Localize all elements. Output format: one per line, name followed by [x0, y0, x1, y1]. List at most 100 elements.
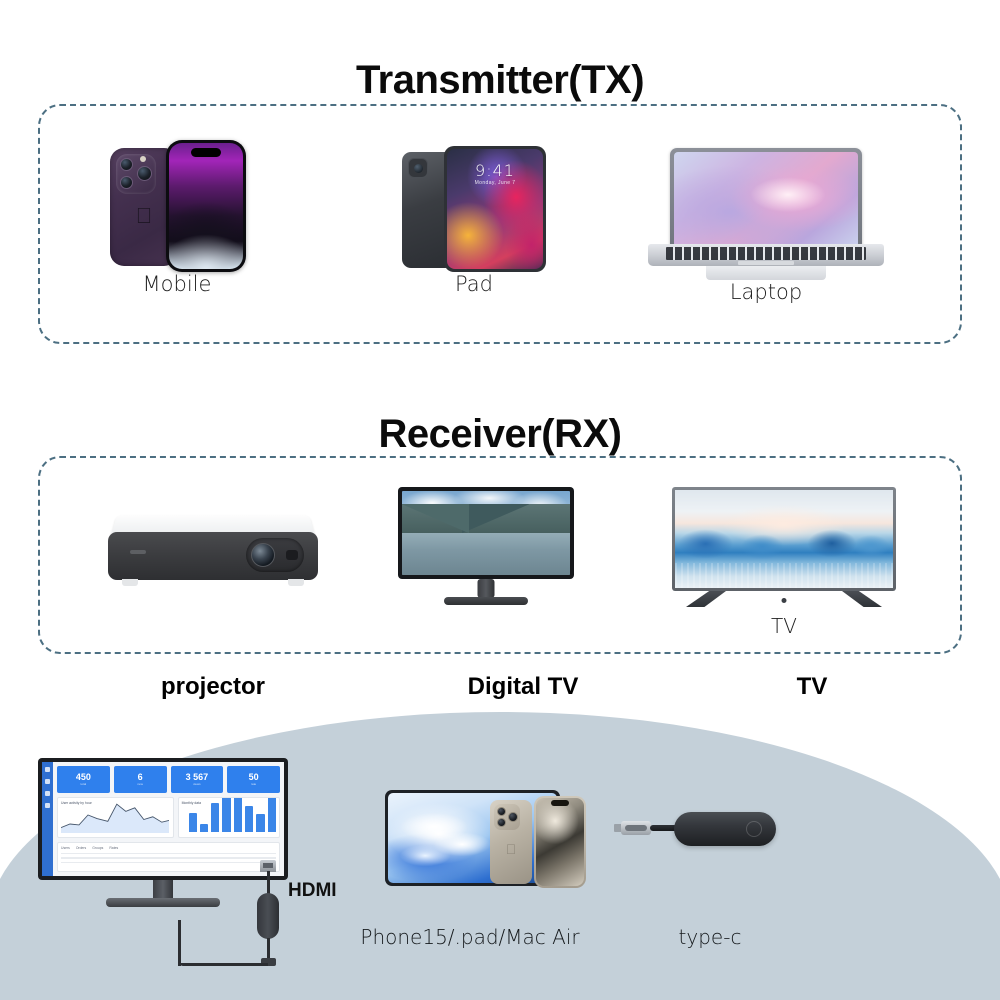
- dashboard-table-tabs[interactable]: Users Orders Groups Rates: [61, 846, 276, 850]
- camera-lens-icon: [120, 176, 133, 189]
- kpi-card[interactable]: 3 567 views: [170, 766, 224, 793]
- tablet-front-view: 9:41 Monday, June 7: [444, 146, 546, 272]
- bar-chart: [188, 798, 276, 832]
- device-label-laptop: Laptop: [729, 280, 803, 304]
- table-tab[interactable]: Orders: [75, 846, 87, 850]
- table-tab[interactable]: Rates: [109, 846, 119, 850]
- projector-foot: [122, 579, 138, 586]
- tv-wallpaper-ripple: [675, 562, 893, 588]
- adapter-body: [257, 893, 279, 939]
- device-label-digital-tv: Digital TV: [467, 673, 579, 700]
- device-slot-projector[interactable]: [100, 492, 326, 598]
- projector-vent-icon: [130, 550, 146, 554]
- monitor-stand-base: [444, 597, 528, 605]
- camera-lens-icon: [120, 158, 133, 171]
- dashboard-sidebar[interactable]: [42, 762, 53, 876]
- type-c-dongle[interactable]: [614, 808, 776, 864]
- cable-segment: [180, 963, 268, 966]
- camera-lens-icon: [137, 166, 152, 181]
- sidebar-icon[interactable]: [45, 791, 50, 796]
- landscape-mountains: [402, 504, 570, 533]
- apple-logo-icon: : [136, 205, 153, 227]
- phone-front-view: [534, 796, 586, 888]
- bottom-usage-scene: 450 total 6 new 3 567 views 50: [0, 712, 1000, 1000]
- table-tab[interactable]: Users: [61, 846, 70, 850]
- kpi-card[interactable]: 50 rate: [227, 766, 280, 793]
- tv-leg: [842, 591, 882, 607]
- device-label-mobile: Mobile: [142, 272, 212, 296]
- tablet-clock-time: 9:41: [475, 161, 515, 180]
- table-row: [61, 853, 276, 855]
- camera-module-icon: [116, 154, 156, 194]
- table-tab[interactable]: Groups: [92, 846, 104, 850]
- dongle-body: [674, 812, 776, 846]
- monitor-stand-base: [106, 898, 220, 907]
- phone-front-view: [166, 140, 246, 272]
- device-label-pad: Pad: [455, 272, 493, 296]
- dashboard-bar-chart-card: Monthly data: [177, 797, 280, 838]
- camera-module-icon: [494, 804, 520, 830]
- kpi-value: 50: [248, 772, 259, 782]
- cable-segment: [267, 938, 270, 960]
- tv-bezel: [672, 487, 896, 591]
- projector-icon: [100, 492, 326, 598]
- keyboard-icon: [666, 247, 866, 260]
- device-label-projector: projector: [160, 673, 265, 700]
- device-slot-digital-tv[interactable]: [398, 487, 574, 605]
- monitor-bezel: 450 total 6 new 3 567 views 50: [38, 758, 288, 880]
- table-row: [61, 861, 276, 864]
- dynamic-island-icon: [551, 800, 569, 806]
- camera-module-icon: [408, 158, 428, 178]
- monitor-stand-neck: [477, 579, 495, 598]
- projector-lens-icon: [251, 543, 275, 567]
- projector-foot: [288, 579, 304, 586]
- tv-wallpaper-wave: [675, 529, 893, 559]
- line-chart: [61, 803, 169, 833]
- scene-phones[interactable]: : [490, 796, 586, 888]
- cable-segment: [178, 920, 181, 966]
- cable-segment: [267, 871, 270, 895]
- camera-flash-icon: [140, 156, 146, 162]
- kpi-card[interactable]: 450 total: [57, 766, 110, 793]
- kpi-value: 450: [75, 772, 91, 782]
- apple-logo-icon: : [506, 842, 517, 856]
- tablet-wallpaper: [394, 809, 503, 873]
- device-label-tv: TV: [796, 673, 828, 700]
- usb-c-plug-icon: [621, 821, 651, 835]
- camera-lens-icon: [497, 818, 506, 827]
- connector-tip-icon: [614, 824, 622, 832]
- projector-body: [108, 532, 318, 580]
- device-slot-pad[interactable]: 9:41 Monday, June 7 Pad: [402, 146, 546, 296]
- chart-title: Monthly data: [181, 801, 201, 805]
- kpi-caption: rate: [251, 782, 257, 786]
- camera-lens-icon: [508, 812, 518, 822]
- dashboard-table-card: Users Orders Groups Rates: [57, 842, 280, 872]
- kpi-value: 6: [137, 772, 143, 782]
- monitor-bezel: [398, 487, 574, 579]
- device-slot-tv[interactable]: [672, 487, 896, 607]
- hdmi-plug-icon: [260, 860, 276, 872]
- sidebar-icon[interactable]: [45, 767, 50, 772]
- sidebar-icon[interactable]: [45, 803, 50, 808]
- smartphone-icon: : [108, 140, 246, 272]
- laptop-base: [648, 244, 884, 266]
- trackpad-icon: [738, 261, 794, 265]
- kpi-card[interactable]: 6 new: [113, 766, 167, 793]
- dashboard-kpi-row: 450 total 6 new 3 567 views 50: [57, 766, 280, 793]
- sidebar-icon[interactable]: [45, 779, 50, 784]
- receiver-section-title: Receiver(RX): [378, 412, 622, 456]
- tv-inline-label: TV: [771, 614, 797, 638]
- table-rows: [61, 853, 276, 864]
- device-slot-laptop[interactable]: Laptop: [648, 148, 884, 304]
- scene-desktop-monitor[interactable]: 450 total 6 new 3 567 views 50: [38, 758, 288, 918]
- kpi-value: 3 567: [185, 772, 209, 782]
- transmitter-section-title: Transmitter(TX): [355, 58, 645, 102]
- cable-segment: [650, 825, 678, 831]
- tv-brand-dot-icon: [781, 598, 787, 603]
- laptop-lid: [670, 148, 862, 258]
- scene-label-typec: type-c: [678, 925, 742, 949]
- phone-back-view: : [490, 800, 532, 884]
- device-slot-mobile[interactable]:  Mobile: [108, 140, 246, 296]
- dongle-indicator-icon: [746, 821, 762, 837]
- tv-leg: [686, 591, 726, 607]
